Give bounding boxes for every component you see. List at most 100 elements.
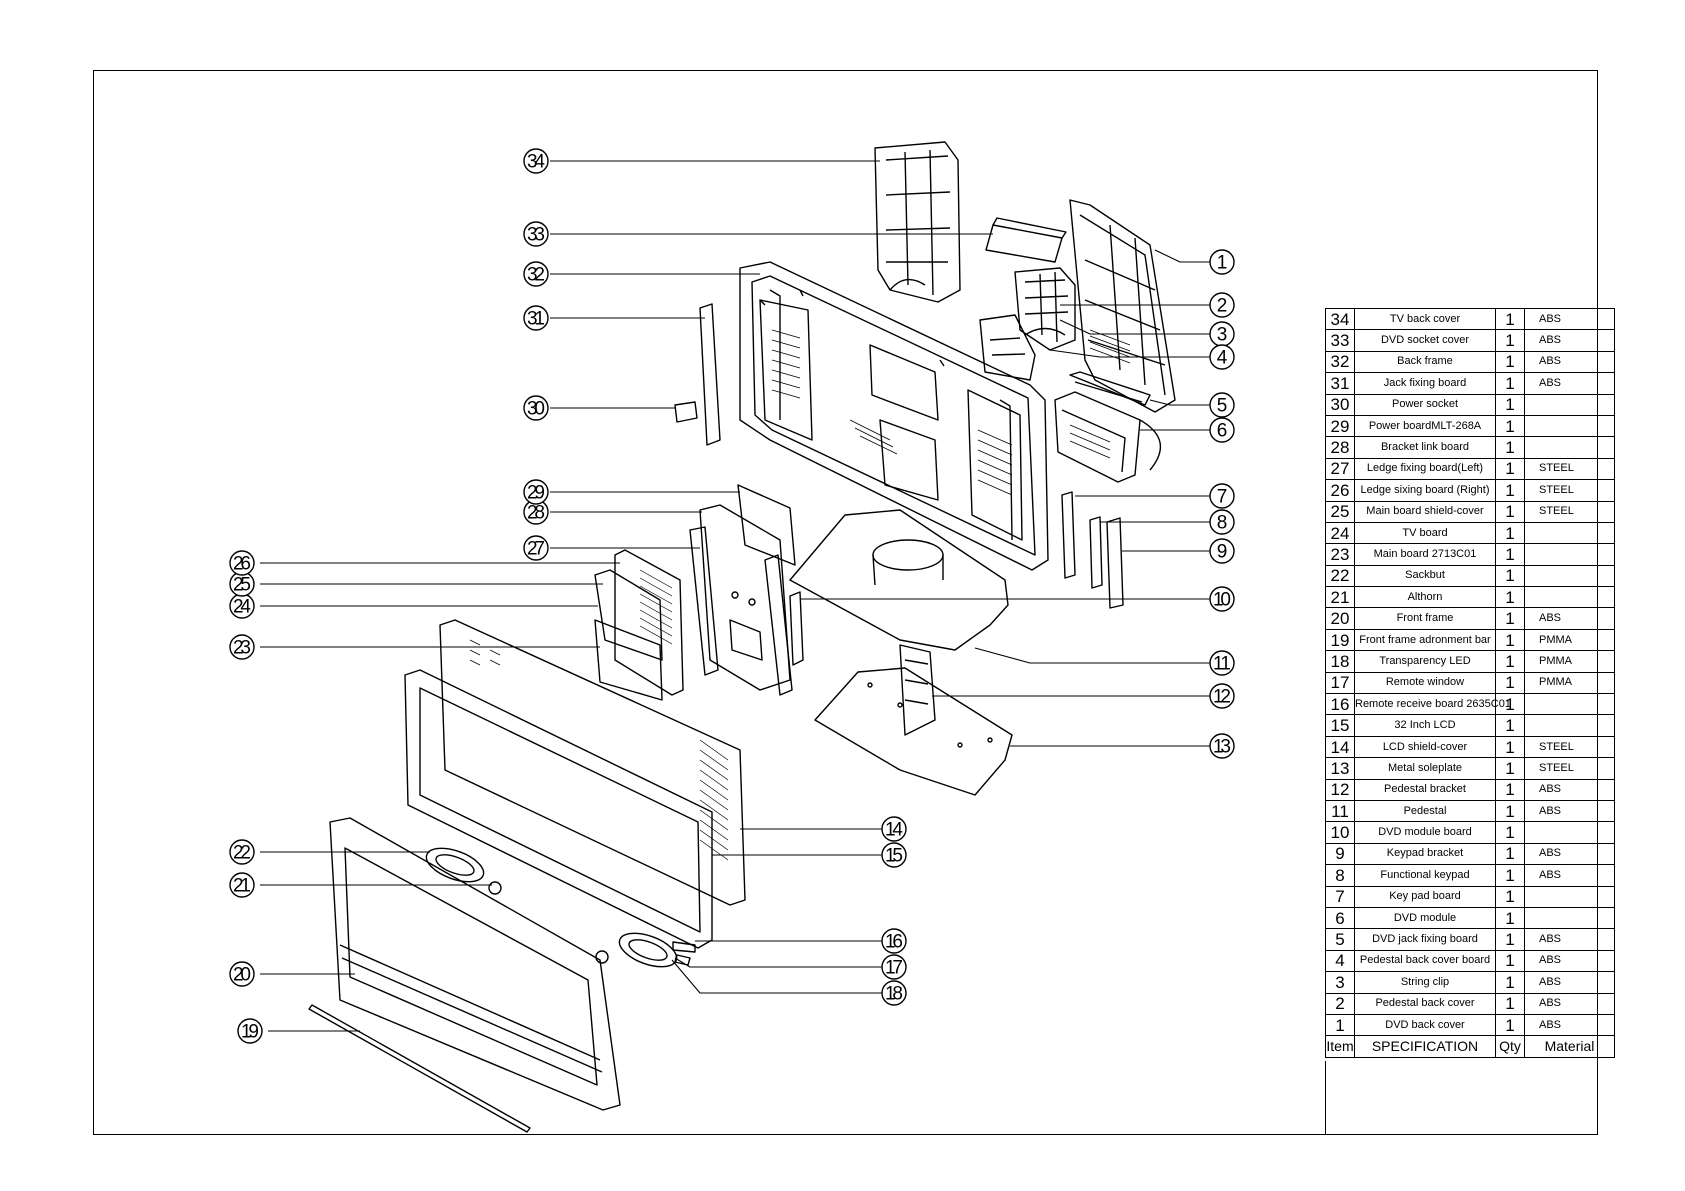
bom-item-number: 10: [1325, 821, 1355, 844]
main-board-part: [594, 619, 663, 701]
bom-material: STEEL: [1524, 457, 1615, 481]
bom-item-number: 15: [1325, 714, 1355, 737]
bom-item-number: 34: [1325, 307, 1355, 331]
back-frame-part: [739, 261, 1049, 571]
callout-circle: [523, 395, 549, 421]
callout-number: 15: [885, 846, 903, 867]
callout-23: 23: [229, 634, 255, 660]
bom-specification: Pedestal back cover: [1354, 992, 1496, 1015]
bom-item-number: 29: [1325, 414, 1355, 438]
bom-quantity: 1: [1495, 628, 1525, 652]
callout-circle: [523, 221, 549, 247]
callout-34: 34: [523, 148, 549, 174]
callout-number: 4: [1217, 348, 1228, 369]
dvd-module-board-part: [789, 591, 804, 666]
bom-material: [1524, 521, 1615, 545]
callout-circle: [523, 148, 549, 174]
callout-22: 22: [229, 839, 255, 865]
callout-circle: [881, 928, 907, 954]
main-board-shield-cover-part: [594, 569, 663, 661]
dvd-back-cover-part: [1069, 199, 1176, 413]
bom-specification: Key pad board: [1354, 885, 1496, 908]
callout-26: 26: [229, 550, 255, 576]
bom-item-number: 14: [1325, 735, 1355, 759]
callout-circle: [1209, 483, 1235, 509]
bom-specification: Remote receive board 2635C01: [1354, 693, 1511, 716]
callout-number: 33: [527, 225, 545, 246]
callout-6: 6: [1209, 417, 1235, 443]
bom-quantity: 1: [1495, 906, 1525, 930]
callout-8: 8: [1209, 509, 1235, 535]
callout-circle: [1209, 650, 1235, 676]
bom-specification: Main board 2713C01: [1354, 543, 1496, 566]
callout-number: 27: [527, 539, 545, 560]
dvd-socket-cover-part: [985, 217, 1067, 263]
bom-item-number: 12: [1325, 778, 1355, 801]
callout-number: 28: [527, 503, 545, 524]
bom-specification: DVD back cover: [1354, 1013, 1496, 1037]
callout-number: 11: [1213, 654, 1231, 675]
jack-fixing-board-part: [699, 303, 721, 446]
callout-2: 2: [1209, 292, 1235, 318]
callout-circle: [1209, 586, 1235, 612]
bom-material: PMMA: [1524, 628, 1615, 652]
bom-item-number: 13: [1325, 757, 1355, 780]
callout-28: 28: [523, 499, 549, 525]
callout-number: 2: [1217, 296, 1228, 317]
bom-specification: DVD jack fixing board: [1354, 928, 1496, 951]
bom-quantity: 1: [1495, 414, 1525, 438]
callout-number: 23: [233, 638, 251, 659]
bom-quantity: 1: [1495, 778, 1525, 801]
bom-material: STEEL: [1524, 500, 1615, 523]
callout-30: 30: [523, 395, 549, 421]
front-frame-part: [329, 817, 621, 1111]
bom-specification: Front frame adronment bar: [1354, 628, 1496, 652]
callout-7: 7: [1209, 483, 1235, 509]
bom-material: [1524, 436, 1615, 459]
bom-quantity: 1: [1495, 307, 1525, 331]
bom-quantity: 1: [1495, 992, 1525, 1015]
bom-item-number: 11: [1325, 799, 1355, 823]
callout-circle: [1209, 683, 1235, 709]
bom-material: [1524, 714, 1615, 737]
bom-material: [1524, 393, 1615, 416]
callout-number: 22: [233, 843, 251, 864]
callout-number: 16: [885, 932, 903, 953]
bom-material: ABS: [1524, 864, 1615, 887]
callout-number: 3: [1217, 325, 1228, 346]
bom-specification: Keypad bracket: [1354, 842, 1496, 866]
callout-17: 17: [881, 954, 907, 980]
bom-material: [1524, 885, 1615, 908]
callout-circle: [881, 842, 907, 868]
callout-circle: [523, 305, 549, 331]
dvd-jack-fixing-board-part: [1069, 371, 1151, 406]
front-frame-adornment-bar-part: [308, 1004, 531, 1133]
dvd-module-part: [1054, 391, 1162, 483]
bom-quantity: 1: [1495, 564, 1525, 588]
callout-number: 19: [241, 1022, 259, 1043]
bom-material: PMMA: [1524, 671, 1615, 695]
bom-quantity: 1: [1495, 329, 1525, 352]
bom-quantity: 1: [1495, 671, 1525, 695]
callout-circle: [229, 839, 255, 865]
callout-number: 34: [527, 152, 545, 173]
callout-circle: [1209, 292, 1235, 318]
bom-quantity: 1: [1495, 949, 1525, 973]
bom-material: [1524, 414, 1615, 438]
callout-circle: [229, 961, 255, 987]
bom-material: ABS: [1524, 992, 1615, 1015]
bom-item-number: 19: [1325, 628, 1355, 652]
